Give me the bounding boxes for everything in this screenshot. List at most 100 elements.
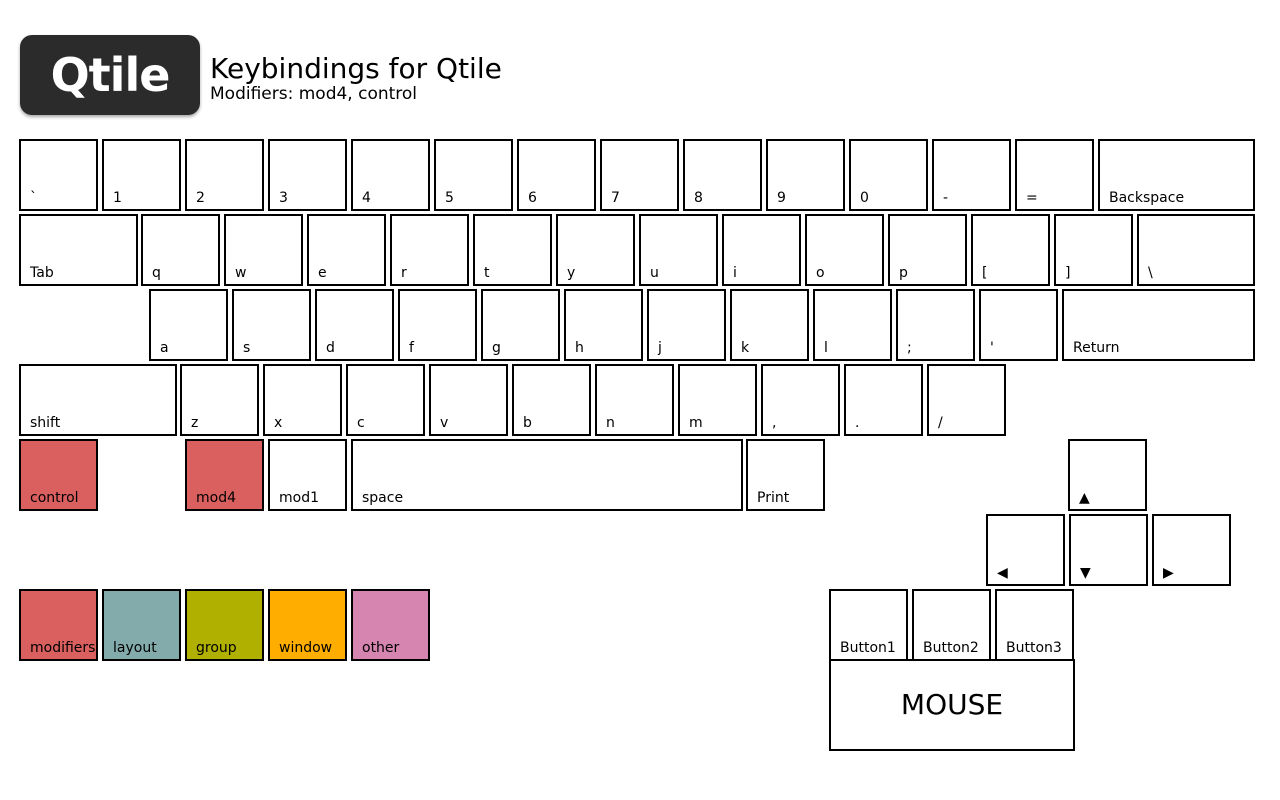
key-arrow-left: ◀ [986, 514, 1065, 586]
key-label: . [855, 415, 860, 431]
key-label: window [279, 640, 333, 656]
key-label: Button1 [840, 640, 896, 656]
legend-group: group [185, 589, 264, 661]
key-mod4: mod4 [185, 439, 264, 511]
key-i: i [722, 214, 801, 286]
mouse-button1: Button1 [829, 589, 908, 661]
key-m: m [678, 364, 757, 436]
key-backspace: Backspace [1098, 139, 1255, 211]
key-label: d [326, 340, 335, 356]
key-5: 5 [434, 139, 513, 211]
qtile-logo: Qtile [20, 35, 200, 115]
key-label: Button3 [1006, 640, 1062, 656]
key-x: x [263, 364, 342, 436]
key-label: 6 [528, 190, 537, 206]
key-label: Tab [30, 265, 54, 281]
key-2: 2 [185, 139, 264, 211]
key-label: group [196, 640, 237, 656]
key-label: q [152, 265, 161, 281]
key-label: mod4 [196, 490, 236, 506]
key-label: 7 [611, 190, 620, 206]
key-slash: / [927, 364, 1006, 436]
key-f: f [398, 289, 477, 361]
key-label: ▲ [1079, 490, 1090, 506]
key-minus: - [932, 139, 1011, 211]
key-7: 7 [600, 139, 679, 211]
key-l: l [813, 289, 892, 361]
key-n: n [595, 364, 674, 436]
key-mod1: mod1 [268, 439, 347, 511]
key-label: 8 [694, 190, 703, 206]
key-label: y [567, 265, 576, 281]
key-label: e [318, 265, 327, 281]
key-label: n [606, 415, 615, 431]
key-label: m [689, 415, 703, 431]
key-label: shift [30, 415, 61, 431]
key-b: b [512, 364, 591, 436]
key-label: x [274, 415, 283, 431]
key-u: u [639, 214, 718, 286]
key-label: mod1 [279, 490, 319, 506]
key-label: \ [1148, 265, 1153, 281]
legend-layout: layout [102, 589, 181, 661]
key-label: s [243, 340, 251, 356]
key-j: j [647, 289, 726, 361]
key-label: Button2 [923, 640, 979, 656]
key-label: ▼ [1080, 565, 1091, 581]
key-v: v [429, 364, 508, 436]
key-label: 1 [113, 190, 122, 206]
key-label: w [235, 265, 247, 281]
key-label: Return [1073, 340, 1120, 356]
key-label: ◀ [997, 565, 1008, 581]
key-shift: shift [19, 364, 177, 436]
key-a: a [149, 289, 228, 361]
key-label: 5 [445, 190, 454, 206]
key-lbracket: [ [971, 214, 1050, 286]
key-label: k [741, 340, 750, 356]
key-label: h [575, 340, 584, 356]
key-label: - [943, 190, 949, 206]
key-label: b [523, 415, 532, 431]
key-backtick: ` [19, 139, 98, 211]
key-label: r [401, 265, 407, 281]
key-backslash: \ [1137, 214, 1255, 286]
key-label: / [938, 415, 943, 431]
key-label: 0 [860, 190, 869, 206]
key-y: y [556, 214, 635, 286]
key-label: Backspace [1109, 190, 1185, 206]
key-label: [ [982, 265, 988, 281]
key-e: e [307, 214, 386, 286]
key-label: Print [757, 490, 790, 506]
key-label: g [492, 340, 501, 356]
key-quote: ' [979, 289, 1058, 361]
page-subtitle: Modifiers: mod4, control [210, 84, 418, 104]
key-label: o [816, 265, 825, 281]
key-s: s [232, 289, 311, 361]
key-semicolon: ; [896, 289, 975, 361]
key-g: g [481, 289, 560, 361]
page-title: Keybindings for Qtile [210, 52, 502, 85]
key-0: 0 [849, 139, 928, 211]
key-label: , [772, 415, 777, 431]
key-label: 3 [279, 190, 288, 206]
mouse-button3: Button3 [995, 589, 1074, 661]
key-tab: Tab [19, 214, 138, 286]
key-arrow-down: ▼ [1069, 514, 1148, 586]
key-label: a [160, 340, 169, 356]
key-label: t [484, 265, 490, 281]
legend-other: other [351, 589, 430, 661]
key-d: d [315, 289, 394, 361]
key-label: space [362, 490, 404, 506]
key-r: r [390, 214, 469, 286]
key-label: layout [113, 640, 157, 656]
key-control: control [19, 439, 98, 511]
key-label: modifiers [30, 640, 96, 656]
key-label: l [824, 340, 828, 356]
key-w: w [224, 214, 303, 286]
key-h: h [564, 289, 643, 361]
key-1: 1 [102, 139, 181, 211]
key-label: other [362, 640, 400, 656]
key-return: Return [1062, 289, 1255, 361]
key-label: ] [1065, 265, 1071, 281]
